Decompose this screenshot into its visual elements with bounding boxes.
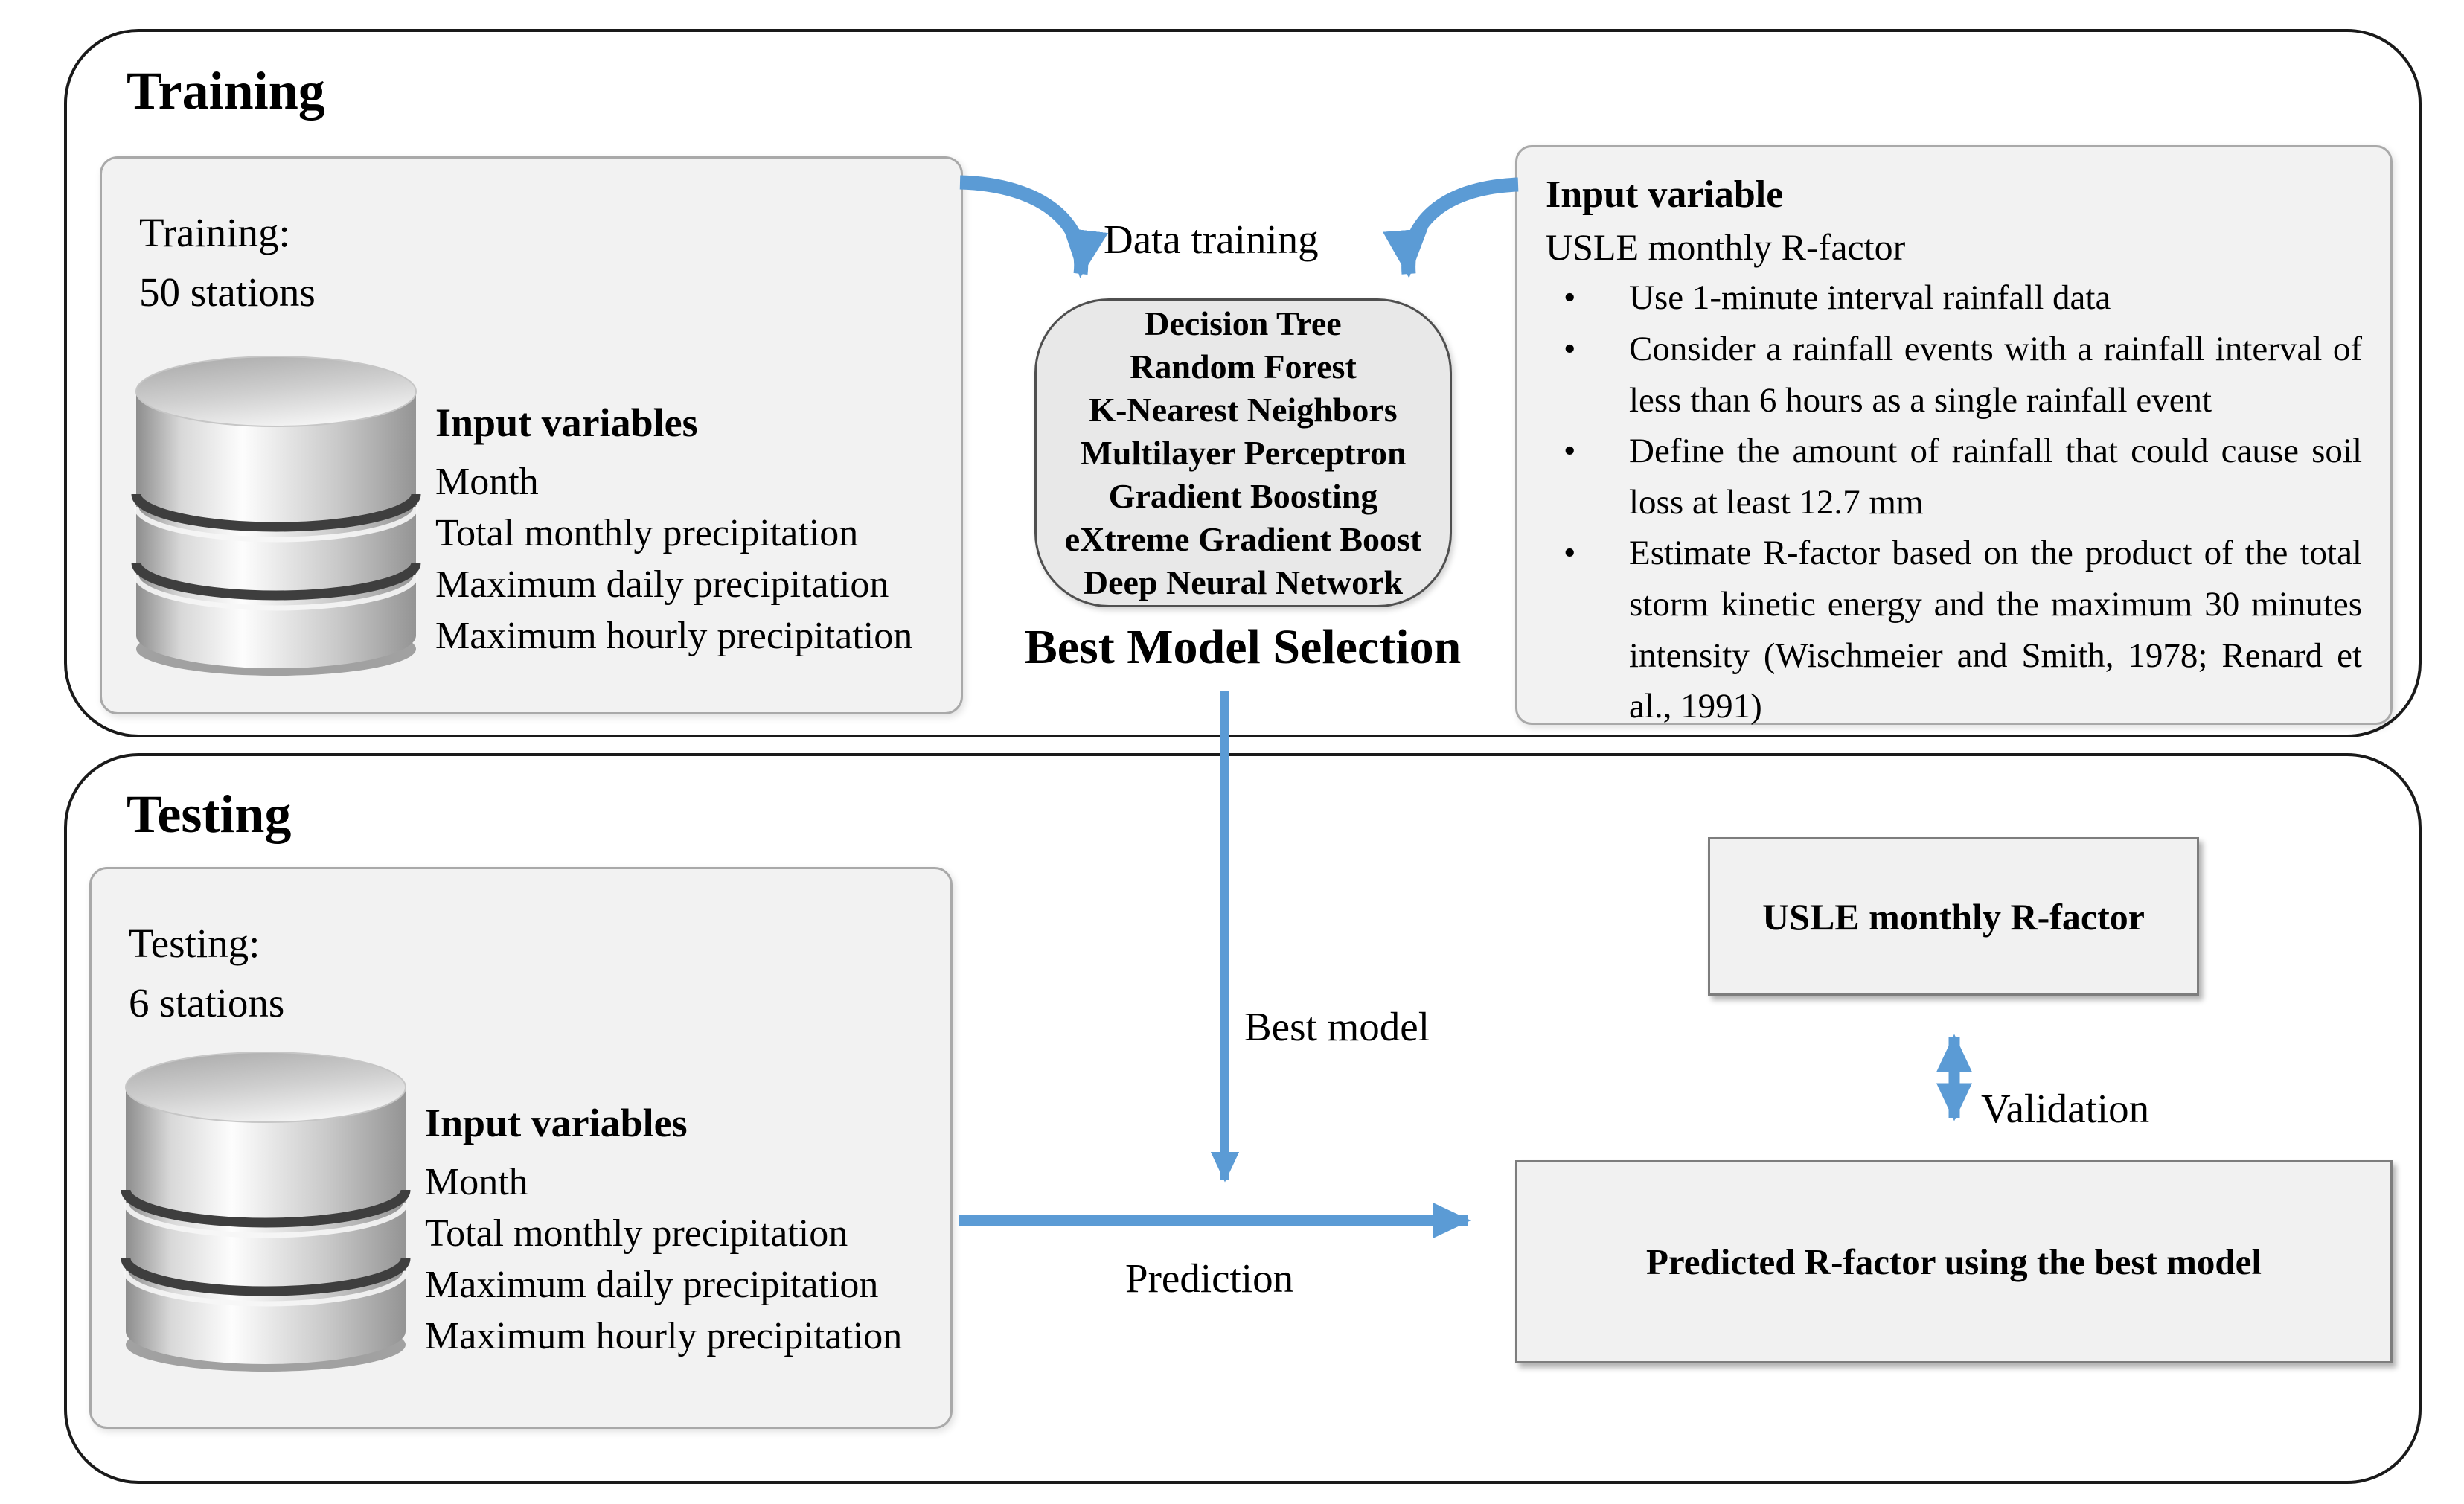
validation-label: Validation [1981, 1086, 2150, 1131]
bullet-item: Define the amount of rainfall that could… [1546, 426, 2362, 528]
training-stations-line1: Training: [139, 210, 290, 255]
input-variable-item: Total monthly precipitation [435, 511, 859, 554]
training-stations-line2: 50 stations [139, 269, 316, 315]
testing-stations-box: Testing: 6 stations Input variables Mont… [89, 867, 953, 1429]
training-section-title: Training [127, 61, 325, 121]
input-variable-box: Input variable USLE monthly R-factor Use… [1515, 145, 2393, 726]
testing-stations-label: Testing: 6 stations [129, 914, 284, 1033]
testing-section-title: Testing [127, 784, 292, 844]
model-item: eXtreme Gradient Boost [1064, 519, 1422, 558]
database-icon [120, 1044, 412, 1375]
input-variable-heading: Input variable [1546, 173, 1784, 216]
best-model-label: Best model [1244, 1004, 1430, 1049]
data-training-label: Data training [1104, 217, 1319, 262]
bullet-item: Consider a rainfall events with a rainfa… [1546, 324, 2362, 426]
usle-rfactor-box: USLE monthly R-factor [1708, 837, 2199, 996]
input-variable-item: Month [435, 460, 539, 503]
testing-stations-line1: Testing: [129, 921, 260, 966]
training-stations-box: Training: 50 stations Input variables Mo… [100, 156, 963, 714]
input-variable-item: Maximum daily precipitation [425, 1263, 879, 1306]
training-stations-label: Training: 50 stations [139, 203, 316, 322]
best-model-selection-label: Best Model Selection [1024, 620, 1462, 674]
input-variable-item: Maximum daily precipitation [435, 563, 889, 606]
bullet-item: Estimate R-factor based on the product o… [1546, 528, 2362, 732]
input-variable-item: Total monthly precipitation [425, 1212, 848, 1255]
input-variable-item: Maximum hourly precipitation [435, 614, 913, 657]
model-item: Deep Neural Network [1083, 563, 1404, 601]
model-item: Gradient Boosting [1108, 476, 1378, 515]
usle-monthly-rfactor-subheading: USLE monthly R-factor [1546, 225, 1906, 268]
bullet-item: Use 1-minute interval rainfall data [1546, 272, 2362, 324]
model-item: Multilayer Perceptron [1080, 433, 1407, 472]
input-variable-bullet-list: Use 1-minute interval rainfall dataConsi… [1546, 272, 2362, 732]
input-variable-item: Month [425, 1160, 528, 1203]
input-variable-item: Maximum hourly precipitation [425, 1314, 903, 1357]
database-icon [130, 348, 422, 679]
input-variables-heading: Input variables [435, 400, 698, 445]
testing-stations-line2: 6 stations [129, 979, 285, 1025]
prediction-label: Prediction [1125, 1255, 1294, 1301]
predicted-rfactor-box: Predicted R-factor using the best model [1515, 1160, 2393, 1363]
input-variables-heading: Input variables [425, 1101, 688, 1145]
model-item: Decision Tree [1145, 304, 1342, 342]
model-item: Random Forest [1130, 347, 1357, 385]
model-item: K-Nearest Neighbors [1089, 390, 1398, 429]
